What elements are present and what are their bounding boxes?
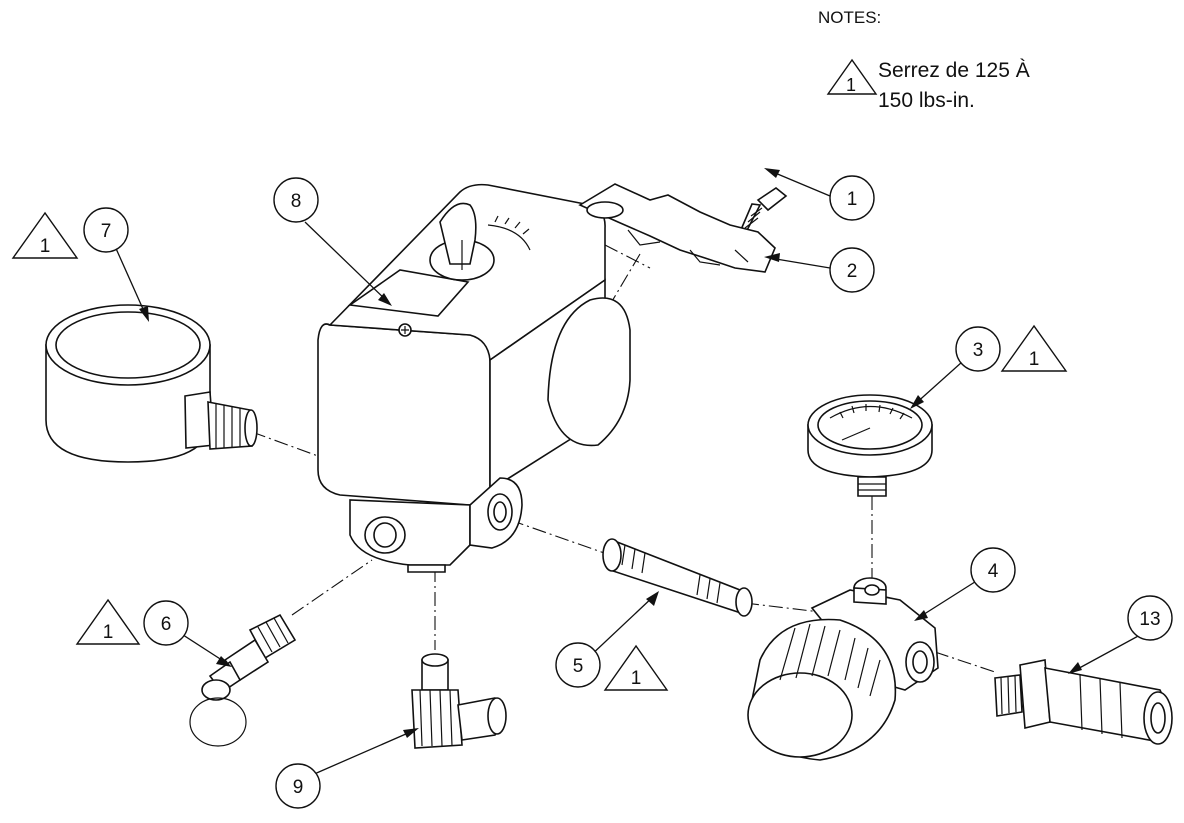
callout-4: 4: [970, 547, 1016, 593]
gauge-part-7: [45, 304, 258, 463]
torque-flag-part-6: 1: [75, 598, 141, 645]
note-text-line-2: 150 lbs-in.: [878, 89, 975, 112]
torque-flag-part-3-number: 1: [1029, 349, 1040, 370]
torque-flag-part-5: 1: [603, 644, 669, 691]
callout-9: 9: [275, 763, 321, 809]
callout-1: 1: [829, 175, 875, 221]
callout-2: 2: [829, 247, 875, 293]
notes-title: NOTES:: [818, 8, 882, 27]
torque-flag-part-7: 1: [11, 211, 79, 259]
note-text: Serrez de 125 À 150 lbs-in.: [878, 56, 1098, 116]
assembly-center-lines: [251, 244, 996, 673]
callout-3-number: 3: [973, 340, 984, 361]
callout-13-number: 13: [1139, 609, 1160, 630]
nipple-part-5: [602, 538, 753, 617]
torque-flag-part-6-number: 1: [103, 622, 114, 643]
callout-1-number: 1: [847, 189, 858, 210]
callout-13: 13: [1127, 595, 1173, 641]
torque-flag-part-7-number: 1: [40, 236, 51, 257]
callout-5-number: 5: [573, 656, 584, 677]
note-marker-number: 1: [846, 75, 856, 95]
callout-4-number: 4: [988, 561, 999, 582]
torque-flag-part-3: 1: [1000, 324, 1068, 372]
pressure-switch-part-8: [317, 183, 631, 573]
bracket-part-2: [578, 183, 776, 273]
drain-valve-part-9: [411, 653, 507, 749]
note-text-line-1: Serrez de 125 À: [878, 59, 1030, 82]
safety-valve-part-6: [189, 613, 297, 747]
callout-6: 6: [143, 600, 189, 646]
regulator-part-4: [747, 577, 939, 761]
note-marker-triangle: 1: [826, 58, 878, 95]
callout-2-number: 2: [847, 261, 858, 282]
leader-lines: [113, 168, 1141, 776]
callout-9-number: 9: [293, 777, 304, 798]
callout-6-number: 6: [161, 614, 172, 635]
torque-flag-part-5-number: 1: [631, 668, 642, 689]
small-gauge-part-3: [807, 394, 933, 497]
callout-8-number: 8: [291, 191, 302, 212]
callout-5: 5: [555, 642, 601, 688]
callout-8: 8: [273, 177, 319, 223]
callout-3: 3: [955, 326, 1001, 372]
coupler-part-13: [994, 659, 1173, 745]
callout-7-number: 7: [101, 221, 112, 242]
callout-7: 7: [83, 207, 129, 253]
